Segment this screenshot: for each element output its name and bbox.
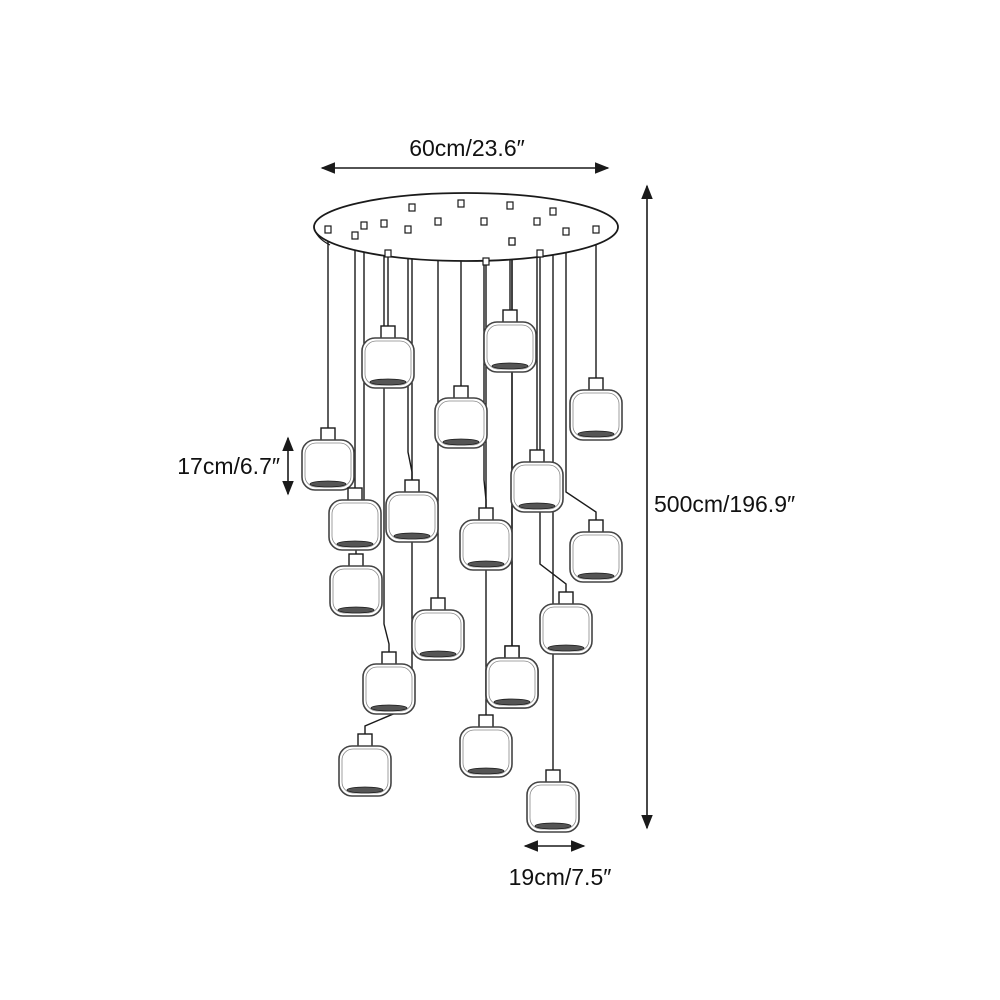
pendant-shade-6 (385, 479, 439, 543)
overall-height-label: 500cm/196.9″ (654, 491, 796, 517)
pendant-shade-4 (361, 325, 415, 389)
connector-cap-1 (324, 225, 332, 234)
pendant-shade-3 (329, 553, 383, 617)
pendant-shade-14 (510, 449, 564, 513)
shade-height-label: 17cm/6.7″ (177, 453, 280, 479)
pendant-shades (301, 309, 623, 833)
pendant-shade-19 (485, 645, 539, 709)
canopy-width-label: 60cm/23.6″ (409, 135, 525, 161)
connector-cap-17 (562, 227, 570, 236)
connector-cap-3 (360, 221, 368, 230)
pendant-shade-8 (411, 597, 465, 661)
connector-cap-16 (549, 207, 557, 216)
connector-cap-8 (434, 217, 442, 226)
connector-cap-11 (482, 257, 490, 266)
pendant-shade-11 (459, 714, 513, 778)
connector-cap-9 (457, 199, 465, 208)
pendant-shade-1 (301, 427, 355, 491)
connector-cap-2 (351, 231, 359, 240)
connector-cap-14 (533, 217, 541, 226)
pendant-shade-5 (362, 651, 416, 715)
pendant-shade-10 (459, 507, 513, 571)
pendant-shade-7 (338, 733, 392, 797)
connector-cap-12 (506, 201, 514, 210)
connector-cap-10 (480, 217, 488, 226)
connector-cap-4 (384, 249, 392, 258)
pendant-shade-16 (526, 769, 580, 833)
pendant-shade-9 (434, 385, 488, 449)
connector-cap-7 (408, 203, 416, 212)
pendant-shade-17 (569, 519, 623, 583)
pendant-shade-15 (539, 591, 593, 655)
connector-cap-15 (536, 249, 544, 258)
connector-cap-5 (380, 219, 388, 228)
connector-cap-19 (508, 237, 516, 246)
connector-cap-18 (592, 225, 600, 234)
canopy-connectors (324, 199, 600, 266)
pendant-shade-18 (569, 377, 623, 441)
connector-cap-6 (404, 225, 412, 234)
pendant-shade-2 (328, 487, 382, 551)
shade-width-label: 19cm/7.5″ (508, 864, 612, 890)
ceiling-canopy (313, 192, 619, 262)
pendant-shade-12 (483, 309, 537, 373)
